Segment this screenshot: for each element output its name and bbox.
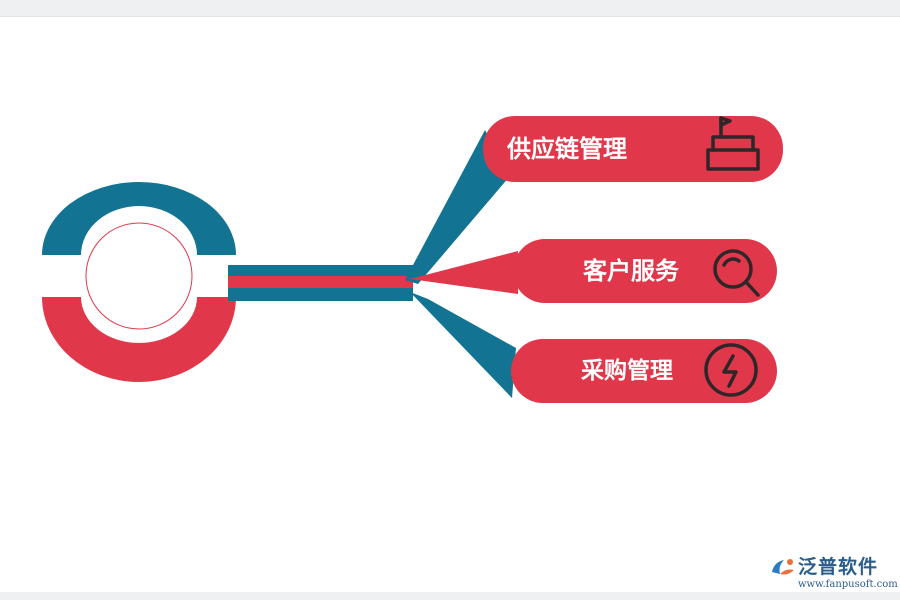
lightning-bolt-icon	[704, 343, 758, 397]
node-supply-chain: 供应链管理	[483, 116, 783, 182]
brand-watermark: 泛普软件 www.fanpusoft.com	[768, 554, 898, 592]
node-label: 采购管理	[581, 358, 673, 384]
brand-name: 泛普软件	[798, 556, 879, 578]
node-procurement: 采购管理	[511, 339, 777, 403]
node-label: 客户服务	[583, 257, 679, 285]
hub-ring-bottom	[42, 297, 236, 382]
node-customer-service: 客户服务	[513, 239, 777, 303]
fanpu-logo-icon	[772, 559, 794, 575]
magnifier-icon	[713, 249, 760, 297]
branch-middle	[410, 251, 518, 294]
bottom-strip	[0, 592, 900, 600]
branch-bottom	[410, 292, 516, 398]
trunk-stripe	[228, 276, 413, 288]
branch-top	[405, 130, 510, 284]
hub-circle	[85, 222, 193, 330]
node-label: 供应链管理	[507, 135, 627, 163]
hub-ring-top	[42, 182, 236, 255]
flag-on-stand-icon	[706, 116, 760, 171]
brand-domain: www.fanpusoft.com	[798, 579, 898, 590]
top-strip	[0, 0, 900, 17]
